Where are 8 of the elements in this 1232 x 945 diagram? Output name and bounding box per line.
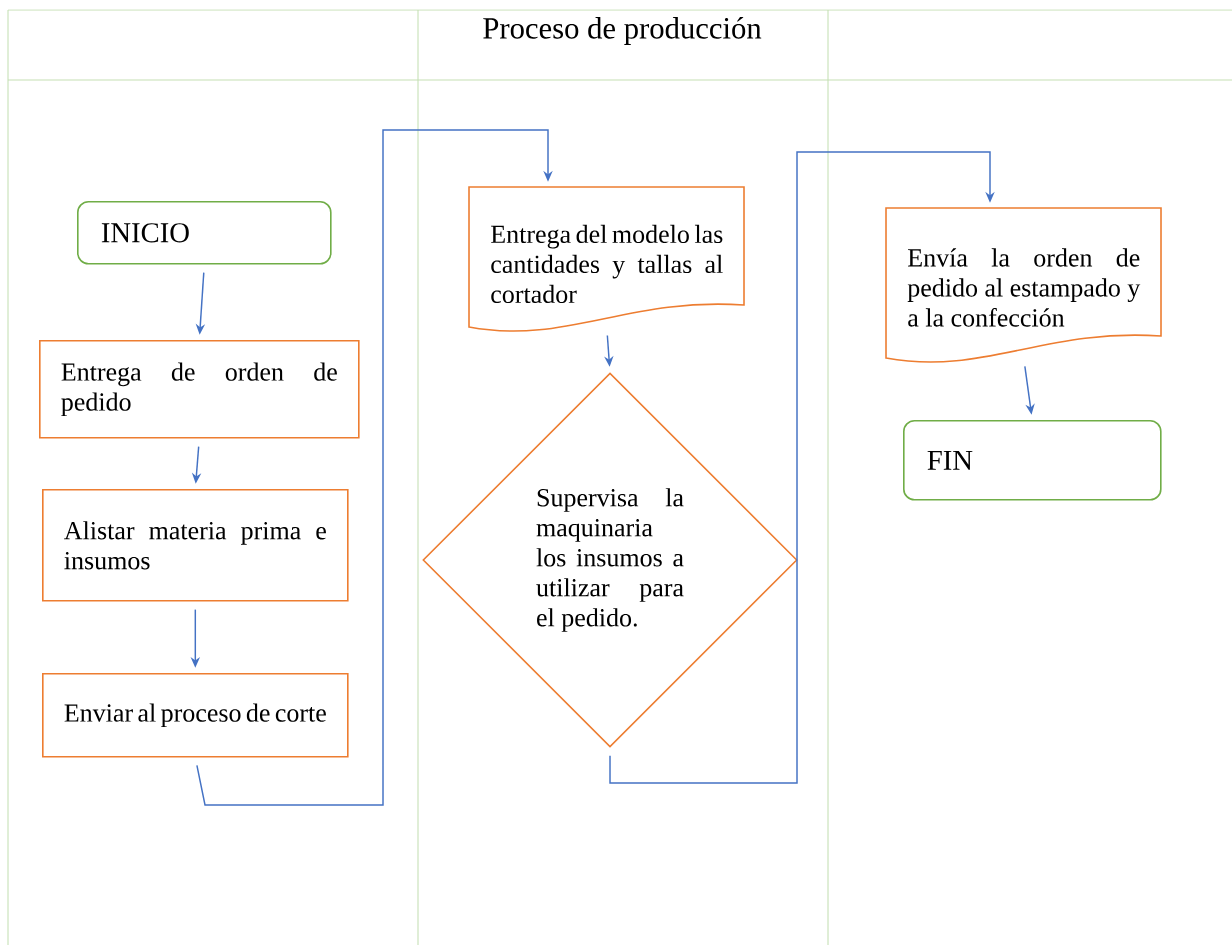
process-box: Enviar al proceso de corte xyxy=(42,673,349,758)
arrow xyxy=(196,129,553,806)
process-box: Entrega de orden de pedido xyxy=(39,340,360,439)
process-box: Alistar materia prima e insumos xyxy=(42,489,349,602)
terminal-box: INICIO xyxy=(77,201,332,265)
arrow xyxy=(609,151,995,784)
title: Proceso de producción xyxy=(483,17,762,45)
terminal-box: FIN xyxy=(903,420,1162,501)
